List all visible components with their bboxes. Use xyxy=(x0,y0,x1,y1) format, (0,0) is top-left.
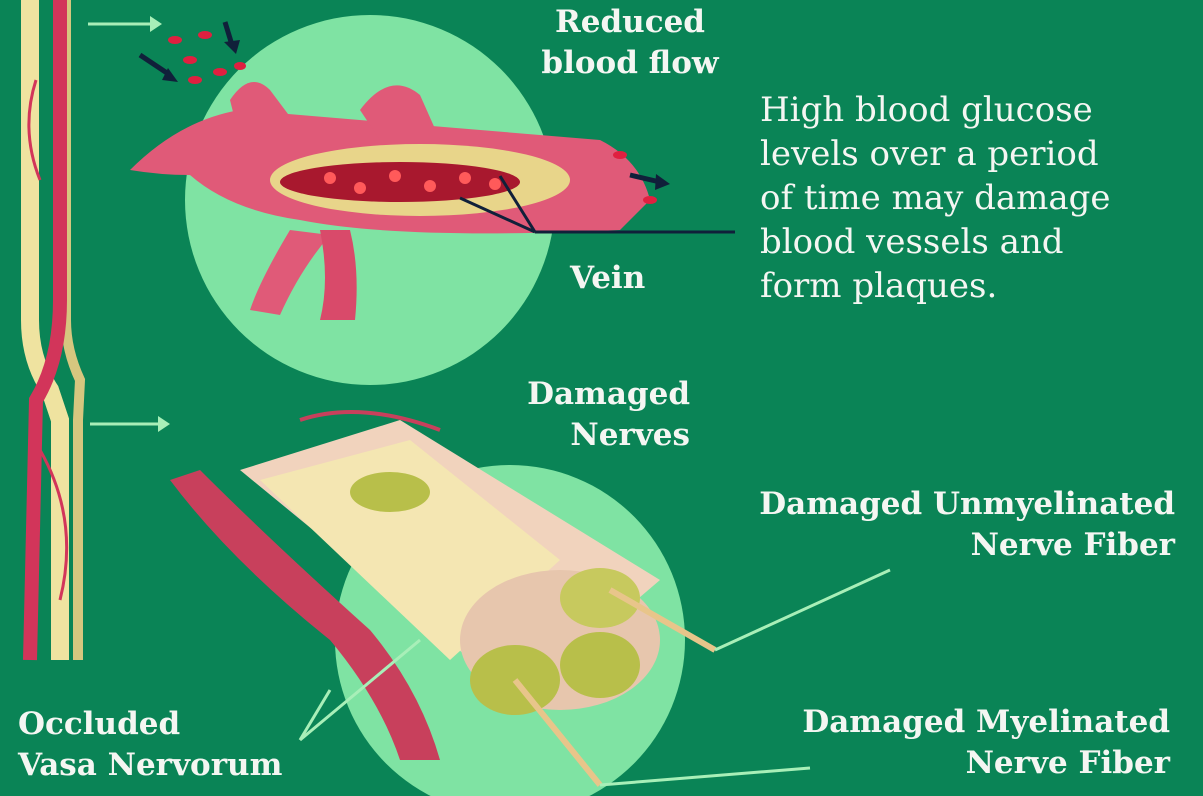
description-line-4: blood vessels and xyxy=(760,220,1111,264)
pointer-arrow-middle xyxy=(90,416,170,432)
damaged-nerves-line-1: Damaged xyxy=(470,374,690,415)
reduced-line-2: blood flow xyxy=(520,43,740,84)
nerve-strip xyxy=(29,0,80,660)
myelinated-fiber-label: Damaged Myelinated Nerve Fiber xyxy=(700,702,1170,784)
description-line-5: form plaques. xyxy=(760,264,1111,308)
myelinated-line-1: Damaged Myelinated xyxy=(700,702,1170,743)
description-line-1: High blood glucose xyxy=(760,88,1111,132)
vein-label: Vein xyxy=(570,258,645,299)
myelinated-line-2: Nerve Fiber xyxy=(700,743,1170,784)
reduced-line-1: Reduced xyxy=(520,2,740,43)
occluded-line-2: Vasa Nervorum xyxy=(18,745,282,786)
unmyelinated-fiber-label: Damaged Unmyelinated Nerve Fiber xyxy=(660,484,1175,566)
damaged-nerves-line-2: Nerves xyxy=(470,415,690,456)
damaged-nerves-label: Damaged Nerves xyxy=(470,374,690,456)
description-line-2: levels over a period xyxy=(760,132,1111,176)
vein-text: Vein xyxy=(570,260,645,296)
description-line-3: of time may damage xyxy=(760,176,1111,220)
description-text: High blood glucose levels over a period … xyxy=(760,88,1111,308)
reduced-blood-flow-label: Reduced blood flow xyxy=(520,2,740,84)
pointer-arrow-top xyxy=(88,16,162,32)
occluded-line-1: Occluded xyxy=(18,704,282,745)
unmyelinated-line-1: Damaged Unmyelinated xyxy=(660,484,1175,525)
unmyelinated-line-2: Nerve Fiber xyxy=(660,525,1175,566)
occluded-vasa-nervorum-label: Occluded Vasa Nervorum xyxy=(18,704,282,786)
